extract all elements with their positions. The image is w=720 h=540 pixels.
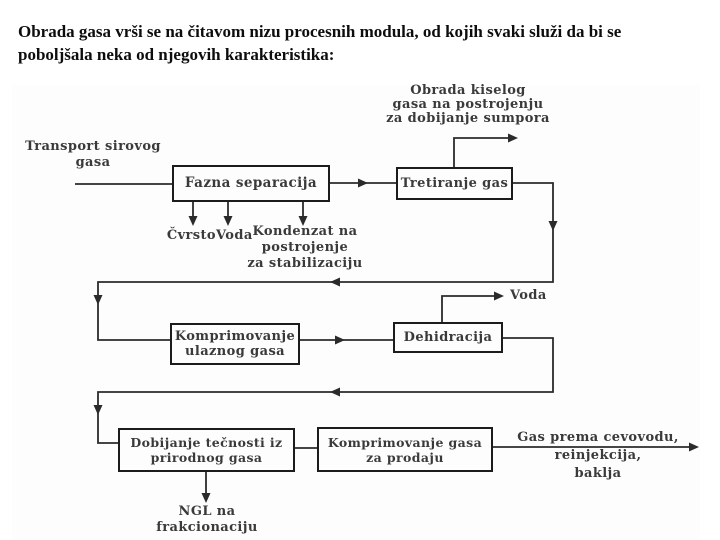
process-box-dehidracija: Dehidracija: [393, 322, 503, 353]
connector-sumpor: [453, 137, 514, 167]
process-box-komprimovanje-ulaznog: Komprimovanje ulaznog gasa: [170, 323, 300, 365]
process-box-tretiranje-gasa: Tretiranje gas: [396, 167, 513, 200]
label-line: Čvrsto: [166, 228, 216, 243]
box-label-line-2: prirodnog gasa: [150, 450, 263, 465]
label-line: postrojenje: [261, 240, 349, 255]
process-box-dobijanje-tecnosti: Dobijanje tečnosti iz prirodnog gasa: [118, 428, 295, 472]
label-line: frakcionaciju: [156, 520, 258, 535]
label-gas-prema-cevovodu: Gas prema cevovodu, reinjekcija, baklja: [508, 429, 688, 483]
flow-connectors: [75, 133, 699, 503]
label-line: Gas prema cevovodu,: [517, 430, 679, 445]
arrowhead-right: [494, 291, 504, 301]
connector-dehidracija-dobijanje: [97, 337, 554, 444]
box-label-line-2: za prodaju: [366, 449, 444, 465]
label-line: Voda: [216, 228, 253, 243]
label-transport-sirovog-gasa: Transport sirovog gasa: [18, 139, 168, 171]
arrowhead-down: [223, 216, 233, 226]
arrowhead-left: [330, 387, 340, 397]
label-line: gasa na postrojenju: [392, 97, 544, 112]
label-line: za dobijanje sumpora: [386, 111, 550, 126]
label-line: reinjekcija,: [554, 448, 642, 463]
process-box-fazna-separacija: Fazna separacija: [172, 165, 330, 202]
label-line: Voda: [510, 288, 547, 303]
arrowhead-down: [201, 493, 211, 503]
process-box-komprimovanje-prodaju: Komprimovanje gasa za prodaju: [317, 427, 493, 472]
title-line-2: poboljšala neka od njegovih karakteristi…: [18, 45, 335, 64]
connector-tretiranje-kompr: [97, 182, 554, 341]
box-label: Dehidracija: [403, 330, 493, 345]
label-cvrsto: Čvrsto: [158, 228, 216, 244]
arrowhead-right: [508, 133, 518, 143]
box-label-line-1: Komprimovanje gasa: [327, 434, 483, 450]
label-line: gasa: [75, 155, 111, 170]
label-voda-separacija: Voda: [216, 228, 258, 244]
label-line: NGL na: [178, 504, 236, 519]
arrowhead-down: [93, 405, 103, 415]
arrowhead-right: [689, 442, 699, 452]
arrowhead-down: [93, 295, 103, 305]
arrowhead-down: [298, 216, 308, 226]
label-ngl-frakcionacija: NGL na frakcionaciju: [140, 504, 274, 536]
label-voda-dehidracija: Voda: [510, 288, 556, 304]
label-line: Obrada kiselog: [410, 83, 526, 98]
page-title: Obrada gasa vrši se na čitavom nizu proc…: [18, 20, 710, 66]
box-label-line-1: Komprimovanje: [174, 329, 296, 344]
title-line-1: Obrada gasa vrši se na čitavom nizu proc…: [18, 22, 622, 41]
arrowhead-left: [330, 277, 340, 287]
label-obrada-kiselog-gasa: Obrada kiselog gasa na postrojenju za do…: [380, 84, 556, 126]
connector-voda-deh: [441, 295, 500, 322]
label-kondenzat-stabilizacija: Kondenzat na postrojenje za stabilizacij…: [244, 224, 366, 272]
arrowheads: [93, 133, 699, 503]
process-flow-diagram: Fazna separacija Tretiranje gas Komprimo…: [12, 84, 700, 540]
label-line: Transport sirovog: [25, 139, 161, 154]
label-line: baklja: [574, 466, 622, 481]
arrowhead-down: [188, 216, 198, 226]
arrowhead-right: [335, 335, 345, 345]
box-label-line-1: Dobijanje tečnosti iz: [130, 435, 283, 450]
arrowhead-right: [358, 178, 368, 188]
box-label: Tretiranje gas: [400, 176, 509, 191]
label-line: Kondenzat na: [252, 224, 358, 239]
box-label: Fazna separacija: [184, 175, 318, 191]
box-label-line-2: ulaznog gasa: [185, 344, 285, 359]
label-line: za stabilizaciju: [247, 256, 363, 271]
arrowhead-down: [548, 221, 558, 231]
